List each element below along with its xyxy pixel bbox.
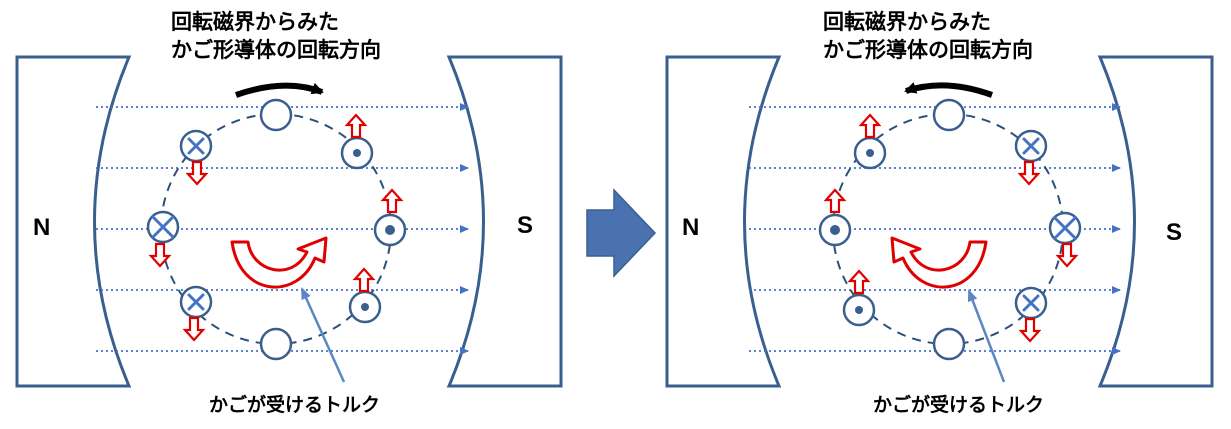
rotation-direction-arrow-left: [235, 82, 324, 98]
magnet-n-left: [15, 55, 132, 388]
conductor-empty: [932, 98, 966, 132]
right-panel: [665, 55, 1214, 388]
conductor-empty: [932, 327, 966, 361]
magnet-n-right: [665, 55, 782, 388]
conductor-empty: [259, 98, 293, 132]
title-line1-right: 回転磁界からみた: [823, 10, 991, 34]
transition-arrow-icon: [586, 188, 657, 278]
rotation-arrow-icon: [890, 236, 988, 289]
pole-s-left: S: [517, 212, 534, 239]
torque-pointer-right: [967, 289, 1006, 383]
torque-pointer-left: [300, 287, 346, 383]
pole-n-left: N: [33, 214, 51, 241]
rotation-arrow-icon: [230, 236, 328, 289]
pole-s-right: S: [1166, 219, 1183, 246]
left-panel: [15, 55, 563, 388]
magnet-s-right: [1097, 55, 1214, 388]
pole-n-right: N: [682, 214, 700, 241]
torque-label-left: かごが受けるトルク: [209, 394, 381, 416]
conductor-empty: [259, 327, 293, 361]
title-line2-right: かご形導体の回転方向: [823, 38, 1033, 62]
title-line2-left: かご形導体の回転方向: [171, 38, 381, 62]
torque-label-right: かごが受けるトルク: [873, 394, 1045, 416]
rotation-direction-arrow-right: [904, 82, 994, 98]
title-line1-left: 回転磁界からみた: [171, 10, 339, 34]
magnet-s-left: [446, 55, 563, 388]
